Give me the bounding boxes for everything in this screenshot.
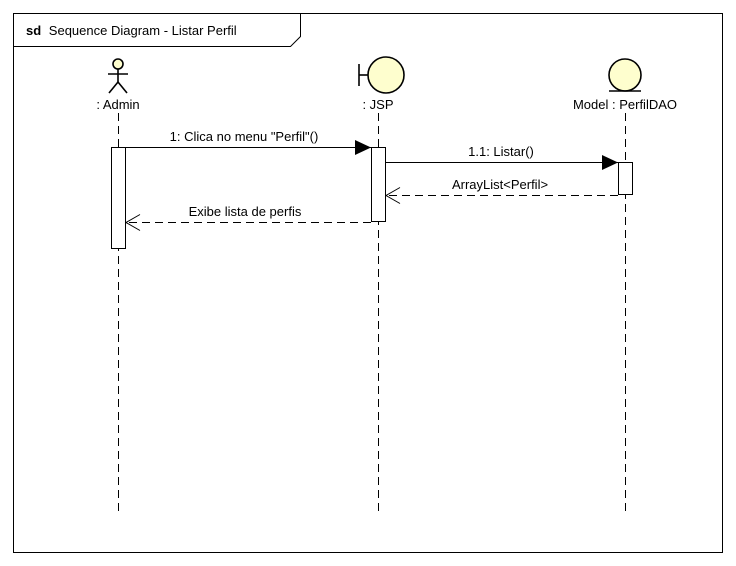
message-4-label: Exibe lista de perfis [189, 204, 302, 219]
frame-title-tab [13, 13, 301, 47]
message-1-label: 1: Clica no menu "Perfil"() [170, 129, 319, 144]
participant-jsp-label: : JSP [362, 97, 393, 112]
message-3-label: ArrayList<Perfil> [452, 177, 548, 192]
entity-icon [608, 58, 642, 92]
participant-admin[interactable]: : Admin [96, 58, 140, 112]
frame-title: sd Sequence Diagram - Listar Perfil [26, 23, 237, 38]
participant-dao-label: Model : PerfilDAO [573, 97, 677, 112]
open-arrowhead-icon [124, 214, 141, 231]
filled-arrowhead-icon [355, 140, 371, 155]
activation-admin [111, 147, 126, 249]
participant-dao[interactable]: Model : PerfilDAO [573, 58, 677, 112]
filled-arrowhead-icon [602, 155, 618, 170]
open-arrowhead-icon [384, 187, 401, 204]
frame-keyword: sd [26, 23, 41, 38]
boundary-icon [358, 56, 405, 94]
message-3[interactable]: ArrayList<Perfil> [384, 177, 618, 204]
diagram-frame [13, 13, 723, 553]
message-1[interactable]: 1: Clica no menu "Perfil"() [125, 129, 372, 155]
message-2[interactable]: 1.1: Listar() [385, 144, 619, 170]
stick-figure-icon [108, 58, 128, 94]
message-4[interactable]: Exibe lista de perfis [124, 204, 371, 231]
activation-jsp [371, 147, 386, 222]
participant-jsp[interactable]: : JSP [358, 56, 405, 112]
participant-admin-label: : Admin [96, 97, 139, 112]
frame-title-text: Sequence Diagram - Listar Perfil [49, 23, 237, 38]
message-2-label: 1.1: Listar() [468, 144, 534, 159]
activation-dao [618, 162, 633, 195]
